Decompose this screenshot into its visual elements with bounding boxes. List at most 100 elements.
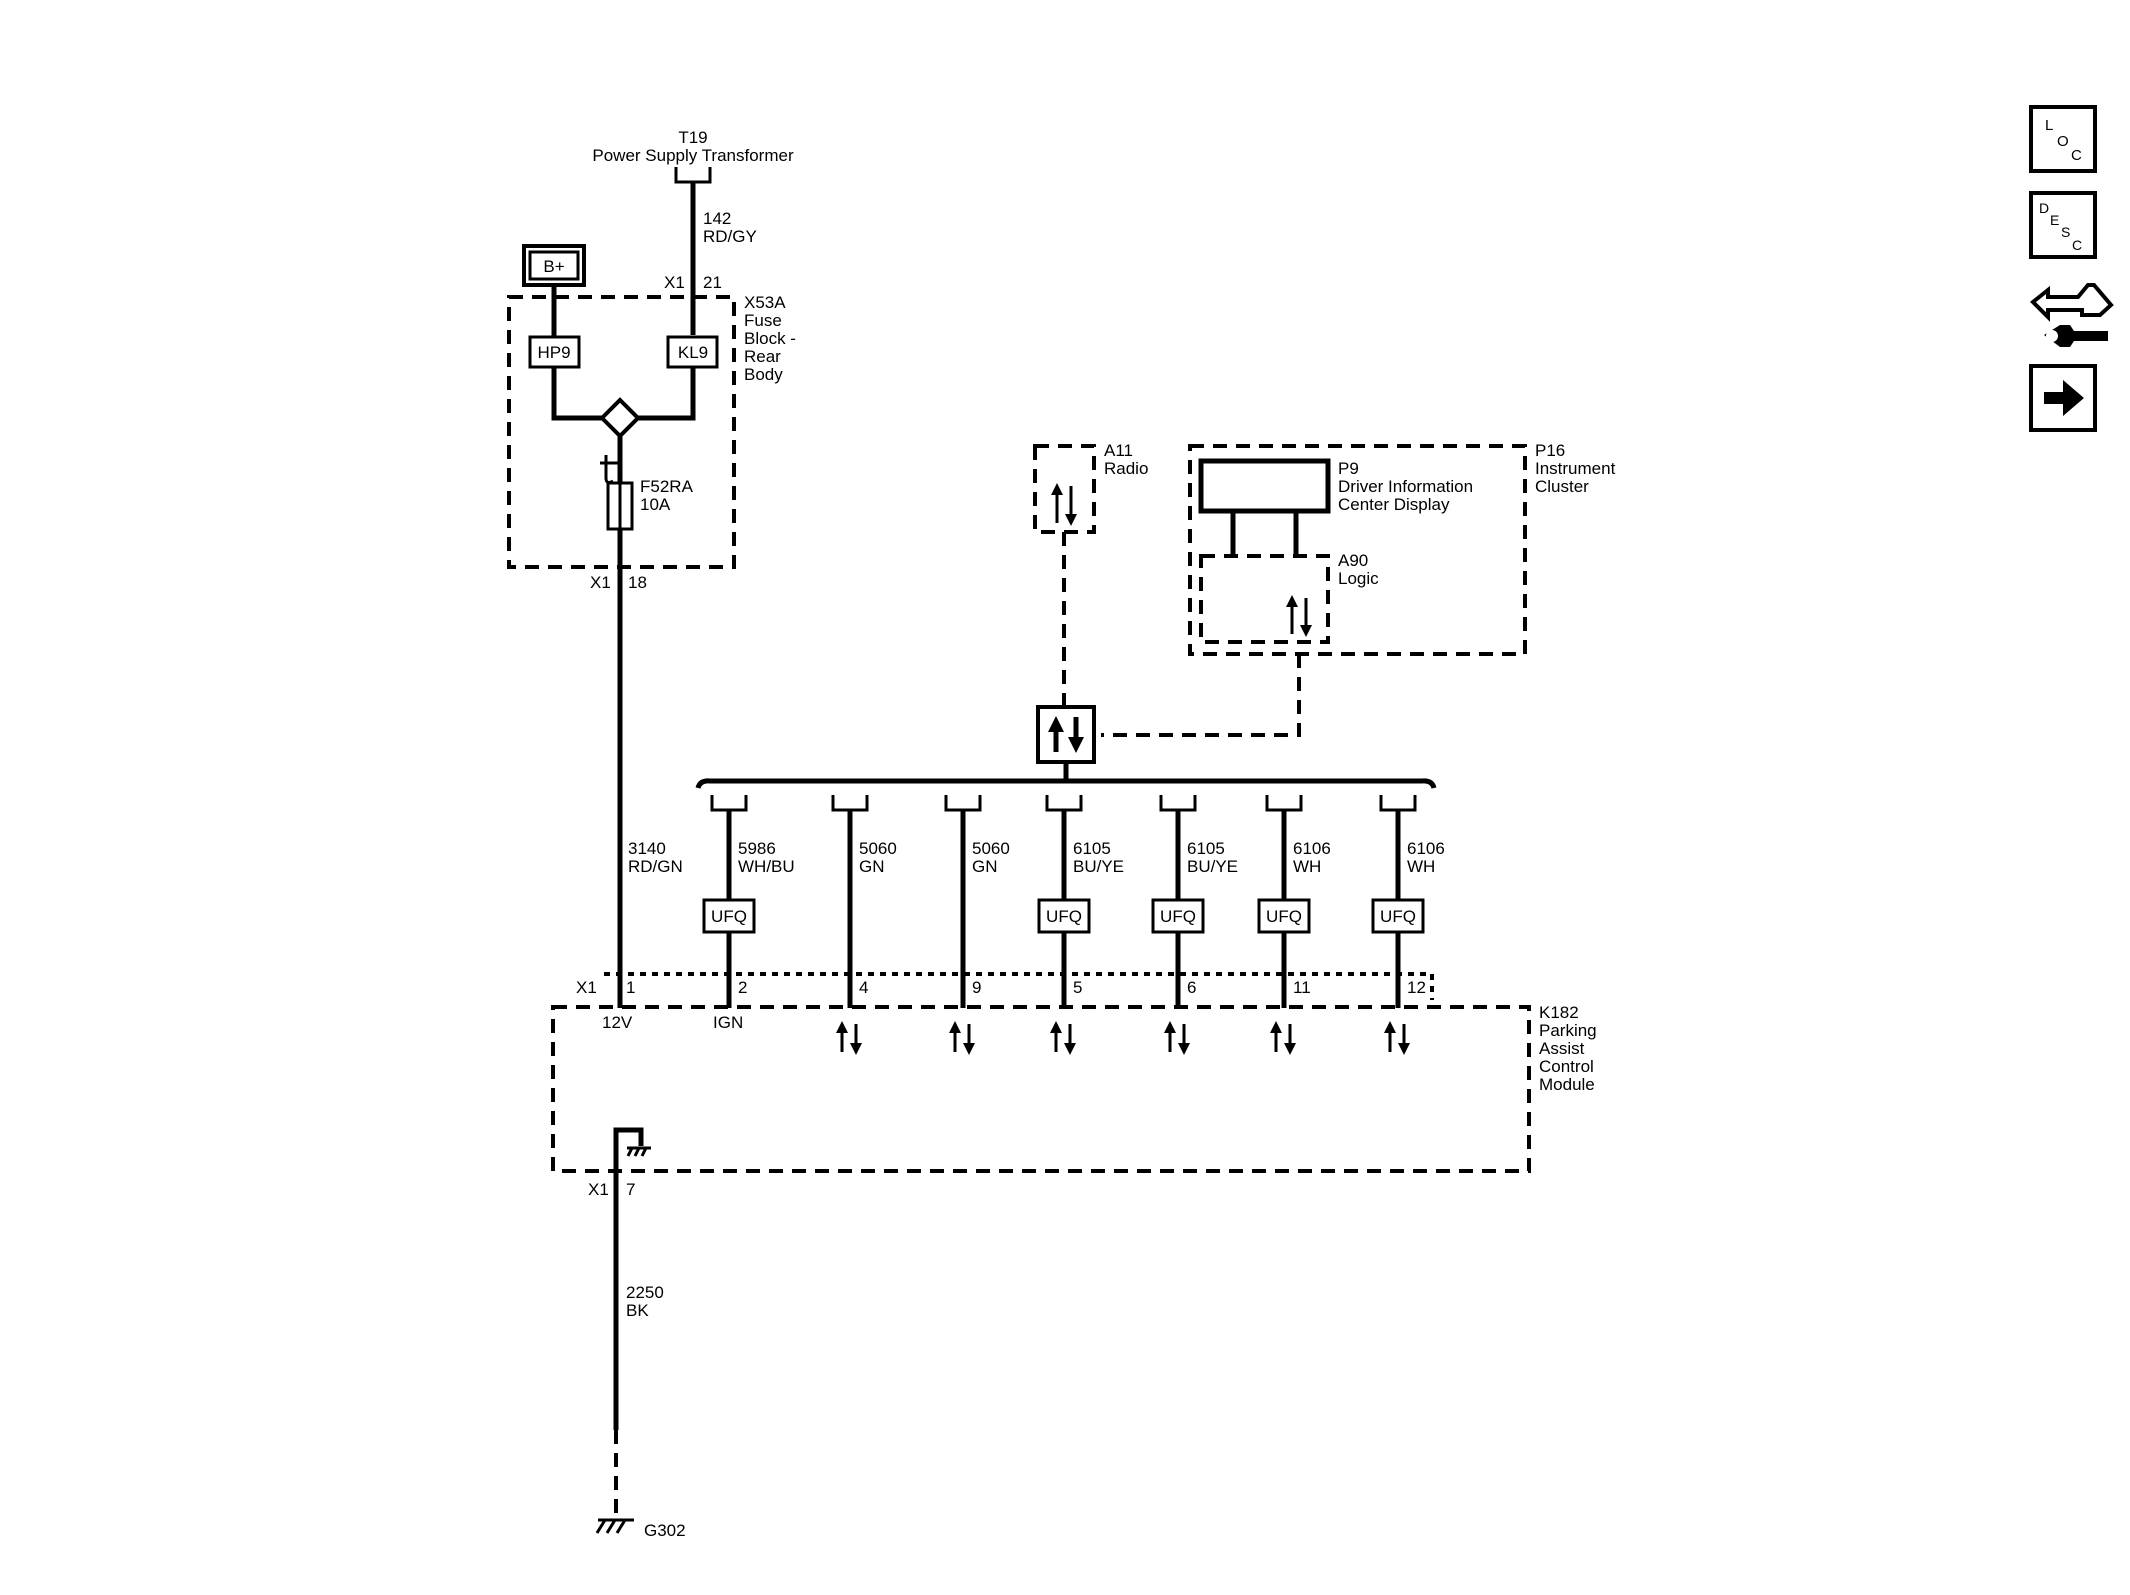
module-line1: Parking (1539, 1021, 1597, 1040)
dic-line2: Center Display (1338, 495, 1450, 514)
module-id: K182 (1539, 1003, 1579, 1022)
fuse-block-id: X53A (744, 293, 786, 312)
description-button[interactable]: D E S C (2029, 191, 2097, 259)
fuse-block-line2: Block - (744, 329, 796, 348)
fuse-block-pin-bottom: 18 (628, 573, 647, 592)
hp9-to-splice-wire (551, 367, 604, 421)
bus-wire-5-ufq-box (1151, 898, 1205, 934)
bus-wire-4-ufq-label: UFQ (1046, 907, 1082, 926)
parking-assist-module-k182: X1 1 12V IGN K182 Parking Assist Control… (551, 972, 1597, 1199)
bus-wire-4-circuit: 6105 (1073, 839, 1111, 858)
dic-display-p9 (1198, 458, 1331, 514)
module-pin-power: 1 (626, 978, 635, 997)
transformer-name: Power Supply Transformer (592, 146, 794, 165)
next-page-button[interactable] (2029, 364, 2097, 432)
module-line3: Control (1539, 1057, 1594, 1076)
bus-wire-6-circuit: 6106 (1293, 839, 1331, 858)
fuse-block-line4: Body (744, 365, 783, 384)
module-outline (551, 1005, 1531, 1173)
bus-wire-4-ufq-box (1037, 898, 1091, 934)
bus-wire-5-connector (1159, 795, 1197, 812)
logic-data-arrows-icon (1286, 595, 1312, 637)
bus-wire-2-circuit: 5060 (859, 839, 897, 858)
logic-id: A90 (1338, 551, 1368, 570)
location-letter-o: O (2057, 133, 2069, 150)
wire-3140-circuit: 3140 (628, 839, 666, 858)
bus-wire-columns: 5986WH/BUUFQ25060GN45060GN96105BU/YEUFQ5… (702, 795, 1445, 1055)
fuse-block-pin-top: 21 (703, 273, 722, 292)
module-ign-label: IGN (713, 1013, 743, 1032)
bus-wire-5-circuit: 6105 (1187, 839, 1225, 858)
wire-142-circuit: 142 (703, 209, 731, 228)
fuse-block-line1: Fuse (744, 311, 782, 330)
cluster-id: P16 (1535, 441, 1565, 460)
bus-wire-2-pin: 4 (859, 978, 868, 997)
bus-wire-7-ufq-box (1371, 898, 1425, 934)
cluster-data-link (1101, 654, 1301, 737)
dic-line1: Driver Information (1338, 477, 1473, 496)
bus-wire-2-connector (831, 795, 869, 812)
wire-142-color: RD/GY (703, 227, 757, 246)
module-internal-ground-wire (613, 1127, 644, 1180)
bus-wire-1-color: WH/BU (738, 857, 795, 876)
bus-wire-1-connector (710, 795, 748, 812)
bus-wire-6-color: WH (1293, 857, 1321, 876)
bus-wire-1-ufq-label: UFQ (711, 907, 747, 926)
serial-data-hub (695, 705, 1437, 789)
relay-kl9-label: KL9 (678, 343, 708, 362)
module-gnd-pin: 7 (626, 1180, 635, 1199)
bus-wire-4-data-arrows-icon (1050, 1021, 1076, 1055)
connector-arrows-icon (2030, 283, 2114, 322)
kl9-to-splice-wire (636, 367, 696, 421)
wire-3140-color: RD/GN (628, 857, 683, 876)
radio-a11: A11 Radio (1033, 441, 1148, 534)
bus-wire-6-ufq-box (1257, 898, 1311, 934)
bus-wire-4-pin: 5 (1073, 978, 1082, 997)
bus-wire-6-pin: 11 (1293, 978, 1311, 997)
bus-wire-4-color: BU/YE (1073, 857, 1124, 876)
module-line2: Assist (1539, 1039, 1585, 1058)
radio-name: Radio (1104, 459, 1148, 478)
bus-wire-2-color: GN (859, 857, 885, 876)
right-arrow-icon (2044, 380, 2084, 416)
location-button[interactable]: L O C (2029, 105, 2097, 173)
module-conn-label: X1 (576, 978, 597, 997)
wire-2250-circuit: 2250 (626, 1283, 664, 1302)
splice-diamond (599, 397, 641, 439)
diagnostic-tools-button[interactable] (2030, 283, 2114, 347)
ground-g302-icon (595, 1518, 634, 1534)
fuse-block-conn-bottom: X1 (590, 573, 611, 592)
module-power-label: 12V (602, 1013, 633, 1032)
location-letter-c: C (2071, 147, 2082, 164)
description-letter-s: S (2061, 224, 2070, 240)
module-chassis-ground-icon (626, 1146, 651, 1157)
bus-wire-2-data-arrows-icon (836, 1021, 862, 1055)
radio-id: A11 (1104, 441, 1133, 460)
bus-wire-5-ufq-label: UFQ (1160, 907, 1196, 926)
bus-wire-7-color: WH (1407, 857, 1435, 876)
bus-wire-3-connector (944, 795, 982, 812)
bus-wire-6-ufq-label: UFQ (1266, 907, 1302, 926)
relay-hp9 (528, 335, 581, 369)
bus-wire-3-pin: 9 (972, 978, 981, 997)
module-connector-x1-outline (604, 972, 1434, 1000)
bus-wire-3-color: GN (972, 857, 998, 876)
bus-wire-1-pin: 2 (738, 978, 747, 997)
bus-wire-1-circuit: 5986 (738, 839, 776, 858)
transformer-connector (674, 167, 712, 184)
wire-2250-color: BK (626, 1301, 649, 1320)
bus-wire-7-circuit: 6106 (1407, 839, 1445, 858)
description-letter-c: C (2072, 237, 2082, 253)
relay-hp9-label: HP9 (537, 343, 570, 362)
fuse-hook-symbol (600, 455, 620, 484)
logic-a90-outline (1199, 554, 1330, 644)
radio-data-arrows-icon (1051, 483, 1077, 526)
battery-positive-symbol: B+ (522, 244, 586, 287)
bus-bracket (695, 778, 1437, 789)
battery-positive-label: B+ (543, 257, 564, 276)
bus-wire-5-pin: 6 (1187, 978, 1196, 997)
bus-wire-7-data-arrows-icon (1384, 1021, 1410, 1055)
bus-wire-5-data-arrows-icon (1164, 1021, 1190, 1055)
module-line4: Module (1539, 1075, 1595, 1094)
